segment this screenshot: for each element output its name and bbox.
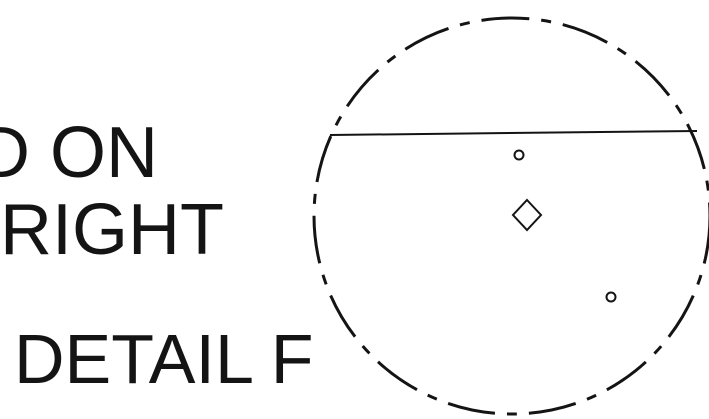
note-text-line-2: RIGHT <box>0 190 224 270</box>
hole-marker-icon <box>513 149 525 161</box>
detail-label: DETAIL F <box>14 320 314 398</box>
detail-boundary-circle <box>312 16 709 416</box>
hole-marker-icon <box>605 291 617 303</box>
datum-diamond-icon <box>511 198 543 232</box>
section-line <box>329 130 698 136</box>
note-text-line-1: D ON <box>0 113 158 193</box>
